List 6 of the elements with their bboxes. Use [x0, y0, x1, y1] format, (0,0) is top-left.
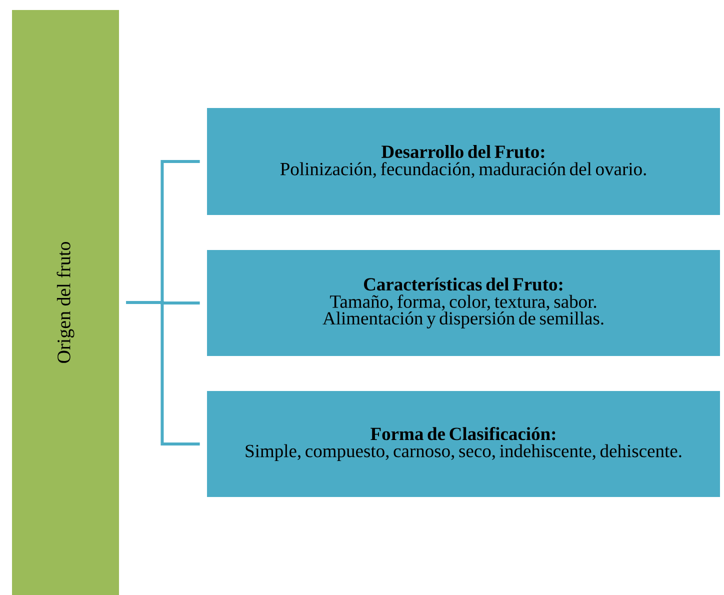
bracket-line	[126, 301, 200, 446]
bar-label: Origen del fruto	[56, 242, 74, 363]
side-bar	[12, 10, 119, 595]
info-box: Desarrollo del Fruto: Polinización, fecundación, maduración del ovario.	[207, 108, 720, 215]
info-box: Forma de Clasificación: Simple, compuesto, carnoso, seco, indehiscente, dehiscente.	[207, 391, 720, 497]
info-box: Características del Fruto: Tamaño, forma, color, textura, sabor. Alimentación y dispersión de semillas.	[207, 250, 720, 356]
